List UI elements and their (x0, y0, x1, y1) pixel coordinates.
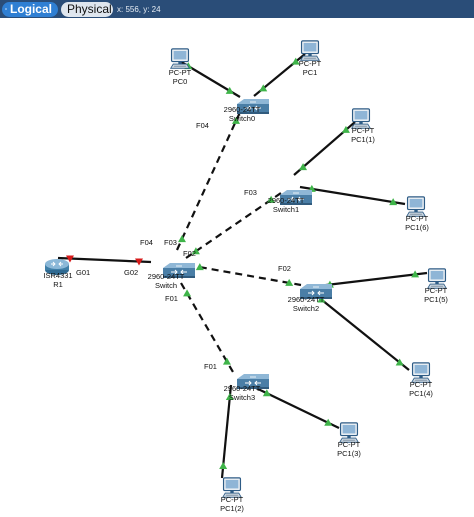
tab-physical[interactable]: Physical (61, 1, 113, 17)
port-up-indicator-switch0 (232, 116, 241, 124)
device-name-label: PC1(4) (409, 389, 433, 398)
port-up-indicator-pc1_3 (324, 418, 333, 426)
port-label: F02 (278, 264, 291, 273)
port-down-indicator-switchc (135, 258, 144, 266)
device-name-label: Switch1 (273, 205, 299, 214)
port-label: G02 (124, 268, 138, 277)
devices-layer: PC-PTPC0PC-PTPC12960-24TTSwitch0PC-PTPC1… (43, 40, 448, 513)
port-up-indicator-switch2 (317, 295, 326, 303)
port-up-indicator-switch3 (225, 392, 234, 400)
link-pc1_5-switch2[interactable] (317, 271, 428, 288)
device-name-label: PC1(6) (405, 223, 429, 232)
port-up-indicator-switchc (191, 247, 200, 255)
device-name-label: PC1(3) (337, 449, 361, 458)
port-up-indicator-switch0 (259, 84, 268, 92)
device-name-label: PC1(1) (351, 135, 375, 144)
port-label: F02 (183, 249, 196, 258)
port-label: F04 (196, 121, 209, 130)
port-up-indicator-switch0 (225, 86, 234, 94)
link-pc1_6-switch1[interactable] (299, 185, 406, 206)
link-pc1_2-switch3[interactable] (220, 384, 233, 479)
port-label: F01 (165, 294, 178, 303)
port-up-indicator-switchc (195, 263, 204, 271)
port-label: F03 (164, 238, 177, 247)
port-up-indicator-pc1_6 (389, 198, 398, 206)
port-down-indicator-r1 (65, 255, 74, 263)
link-switchc-switch3[interactable] (180, 282, 234, 373)
cursor-coordinates: x: 556, y: 24 (117, 4, 161, 14)
tab-logical[interactable]: Logical (2, 1, 58, 17)
port-up-indicator-switchc (183, 289, 192, 297)
workspace-toolbar: Logical Physical x: 556, y: 24 (0, 0, 474, 18)
pc-icon (300, 40, 320, 61)
port-up-indicator-pc1 (291, 57, 300, 65)
port-up-indicator-switch1 (299, 163, 308, 171)
tab-logical-label: Logical (9, 2, 52, 16)
device-name-label: Switch0 (229, 114, 255, 123)
port-up-indicator-switchc (177, 235, 186, 243)
device-model-label: 2960-24TT (224, 105, 261, 114)
port-up-indicator-pc1_4 (395, 358, 404, 366)
device-model-label: 2960-24TT (148, 272, 185, 281)
device-model-label: PC-PT (299, 59, 322, 68)
device-name-label: PC0 (173, 77, 188, 86)
port-up-indicator-switch3 (262, 389, 271, 397)
link-r1-switchc[interactable] (57, 256, 152, 264)
port-label: G01 (76, 268, 90, 277)
device-model-label: 2960-24TT (224, 384, 261, 393)
device-name-label: Switch (155, 281, 177, 290)
link-pc1_4-switch2[interactable] (311, 291, 410, 371)
tab-physical-label: Physical (67, 2, 112, 16)
logical-topology-canvas[interactable]: PC-PTPC0PC-PTPC12960-24TTSwitch0PC-PTPC1… (0, 18, 474, 517)
port-up-indicator-pc1_1 (341, 125, 350, 133)
device-name-label: Switch3 (229, 393, 255, 402)
device-model-label: ISR4331 (43, 271, 72, 280)
device-model-label: PC-PT (338, 440, 361, 449)
pc-icon (170, 48, 190, 69)
device-model-label: PC-PT (169, 68, 192, 77)
device-name-label: R1 (53, 280, 63, 289)
port-label: F03 (244, 188, 257, 197)
port-label: F04 (140, 238, 153, 247)
device-model-label: PC-PT (410, 380, 433, 389)
port-label: F01 (204, 362, 217, 371)
device-name-label: PC1 (303, 68, 318, 77)
device-name-label: Switch2 (293, 304, 319, 313)
device-model-label: 2960-24TT (288, 295, 325, 304)
port-up-indicator-switch1 (267, 195, 276, 203)
device-model-label: PC-PT (221, 495, 244, 504)
device-model-label: 2960-24TT (268, 196, 305, 205)
device-name-label: PC1(5) (424, 295, 448, 304)
device-model-label: PC-PT (425, 286, 448, 295)
port-up-indicator-pc1_2 (219, 462, 228, 470)
link-switchc-switch0[interactable] (175, 109, 243, 251)
port-up-indicator-switch3 (222, 357, 231, 365)
links-layer (57, 53, 428, 479)
device-name-label: PC1(2) (220, 504, 244, 513)
port-up-indicator-switch2 (285, 278, 294, 286)
port-up-indicator-pc1_5 (411, 270, 420, 278)
logical-view-icon (5, 8, 7, 10)
device-model-label: PC-PT (352, 126, 375, 135)
device-model-label: PC-PT (406, 214, 429, 223)
